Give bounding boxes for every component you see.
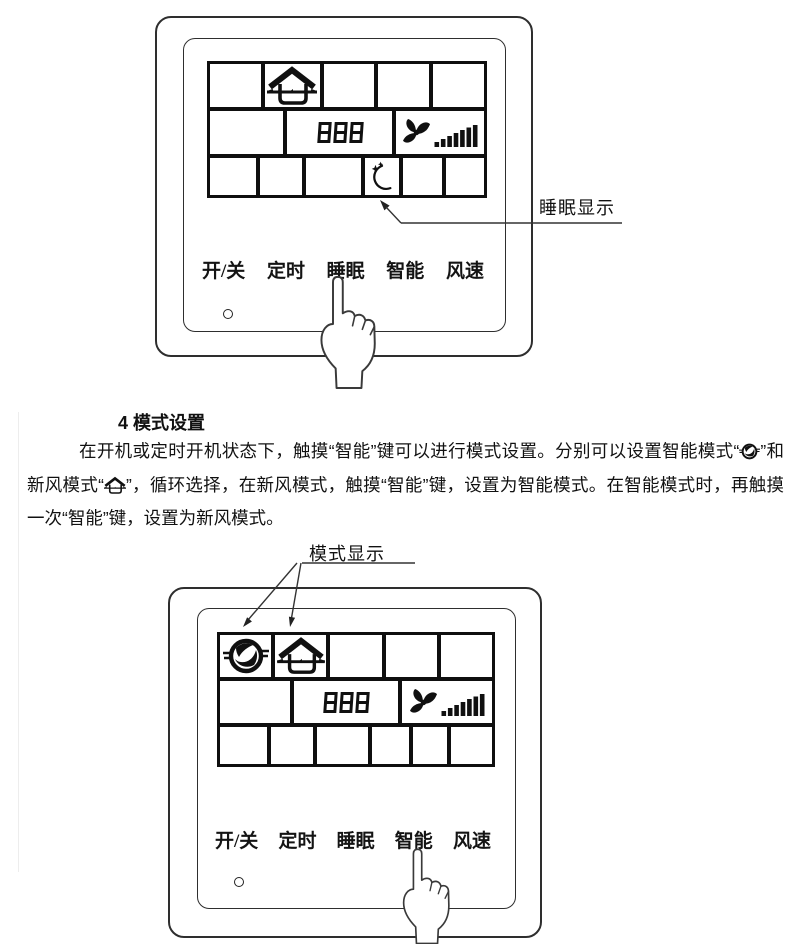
touch-key-fanspeed: 风速 xyxy=(445,261,484,282)
touch-key-power: 开/关 xyxy=(202,261,246,282)
seven-segment-digit xyxy=(338,691,354,713)
touch-key-sleep: 睡眠 xyxy=(336,831,375,852)
lcd-cell xyxy=(210,158,256,195)
lcd-cell xyxy=(372,727,409,764)
fresh-air-inline-icon xyxy=(102,475,128,505)
seven-segment-digit xyxy=(322,691,338,713)
lcd-cell xyxy=(271,727,313,764)
touch-key-smart: 智能 xyxy=(386,261,425,282)
lcd-display xyxy=(217,632,495,767)
touch-key-smart: 智能 xyxy=(394,831,433,852)
sleep-moon-icon xyxy=(365,158,399,195)
fresh-air-mode-icon xyxy=(264,64,320,107)
speed-wedge-icon xyxy=(441,694,484,716)
fresh-air-mode-icon xyxy=(275,635,327,677)
section-heading: 4 模式设置 xyxy=(118,413,206,433)
seven-segment-digit xyxy=(316,122,331,143)
pointing-hand-sleep xyxy=(320,275,376,389)
lcd-cell xyxy=(451,727,492,764)
lcd-cell xyxy=(220,681,290,723)
page-crease-line xyxy=(18,412,19,872)
seven-segment-readout xyxy=(321,691,370,713)
lcd-cell xyxy=(210,111,283,154)
lcd-cell xyxy=(385,635,437,677)
section-paragraph: 在开机或定时开机状态下，触摸“智能”键可以进行模式设置。分别可以设置智能模式“”… xyxy=(27,437,784,534)
touch-key-row: 开/关 定时 睡眠 智能 风速 xyxy=(202,256,484,283)
lcd-cell xyxy=(446,158,484,195)
led-indicator xyxy=(223,309,233,319)
lcd-cell xyxy=(378,64,430,107)
touch-key-power: 开/关 xyxy=(215,831,259,852)
lcd-cell xyxy=(323,64,375,107)
lcd-cell xyxy=(210,64,261,107)
seven-segment-readout xyxy=(315,122,364,143)
paragraph-text-2: ”和新风模式“ xyxy=(27,441,785,495)
fan-speed-cell xyxy=(402,681,492,723)
lcd-cell xyxy=(433,64,484,107)
pinwheel-fan-icon xyxy=(402,119,430,143)
paragraph-text-1: 在开机或定时开机状态下，触摸“智能”键可以进行模式设置。分别可以设置智能模式“ xyxy=(79,441,740,461)
seven-segment-digit xyxy=(348,122,363,143)
seven-segment-digit xyxy=(354,691,370,713)
lcd-cell xyxy=(317,727,368,764)
lcd-cell xyxy=(260,158,302,195)
pointing-hand-smart xyxy=(402,848,450,944)
speed-wedge-icon xyxy=(434,124,477,147)
mode-display-label: 模式显示 xyxy=(309,544,385,564)
paragraph-text-3: ”，循环选择，在新风模式，触摸“智能”键，设置为智能模式。在智能模式时，再触摸一… xyxy=(27,474,785,529)
lcd-cell xyxy=(403,158,442,195)
touch-key-timer: 定时 xyxy=(266,261,305,282)
touch-key-row: 开/关 定时 睡眠 智能 风速 xyxy=(215,826,491,853)
lcd-digits-cell xyxy=(287,111,392,154)
smart-mode-icon xyxy=(220,635,272,677)
led-indicator xyxy=(234,877,244,887)
seven-segment-digit xyxy=(332,122,347,143)
lcd-digits-cell xyxy=(294,681,398,723)
lcd-cell xyxy=(330,635,382,677)
touch-key-timer: 定时 xyxy=(278,831,317,852)
lcd-cell xyxy=(440,635,493,677)
lcd-cell xyxy=(306,158,361,195)
lcd-cell xyxy=(413,727,447,764)
touch-key-fanspeed: 风速 xyxy=(452,831,491,852)
smart-mode-inline-icon xyxy=(738,441,762,471)
lcd-cell xyxy=(220,727,267,764)
sleep-display-label: 睡眠显示 xyxy=(539,198,615,218)
lcd-display xyxy=(207,61,487,198)
pinwheel-fan-icon xyxy=(409,688,437,713)
fan-speed-cell xyxy=(396,111,484,154)
